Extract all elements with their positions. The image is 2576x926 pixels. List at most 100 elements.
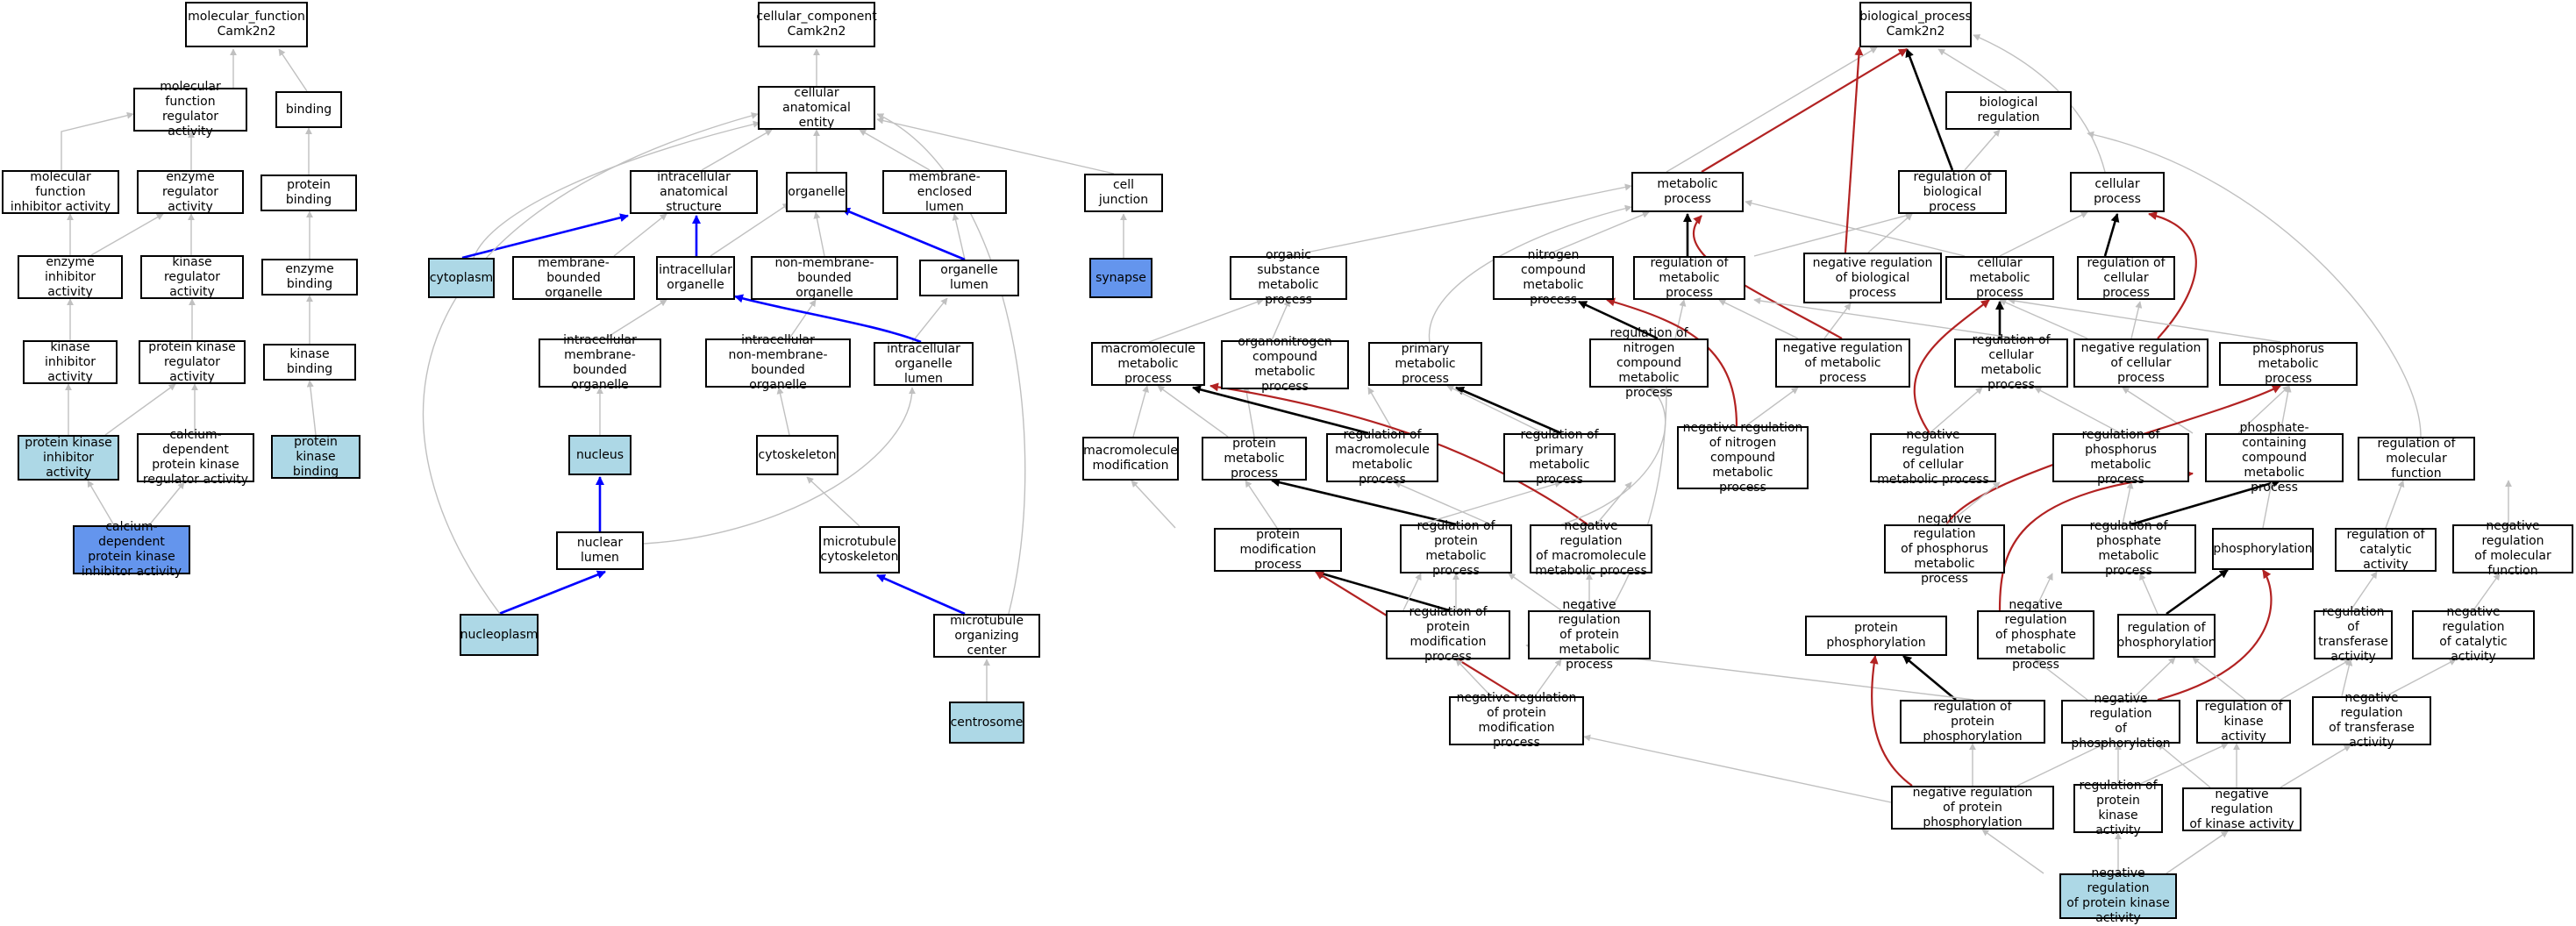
go-term-node[interactable]: regulation of metabolic process	[1633, 256, 1745, 300]
go-term-node[interactable]: protein metabolic process	[1202, 437, 1307, 481]
relation-edge	[788, 299, 817, 339]
go-term-node[interactable]: membrane-bounded organelle	[512, 256, 635, 300]
go-term-node[interactable]: centrosome	[949, 702, 1024, 744]
go-term-node[interactable]: cytoskeleton	[756, 435, 838, 475]
go-term-node[interactable]: kinase regulator activity	[140, 255, 244, 299]
relation-edge	[1420, 481, 1562, 525]
go-term-node[interactable]: binding	[275, 91, 342, 128]
go-term-node[interactable]: regulation of phosphorylation	[2116, 614, 2216, 658]
go-term-node[interactable]: intracellular organelle	[656, 256, 735, 300]
go-term-node[interactable]: non-membrane-bounded organelle	[751, 256, 898, 300]
go-term-node[interactable]: negative regulation of protein modificat…	[1449, 691, 1584, 750]
go-term-node[interactable]: negative regulation of phosphate metabol…	[1977, 598, 2094, 672]
go-term-node[interactable]: negative regulation of protein metabolic…	[1528, 598, 1651, 672]
relation-edge	[876, 117, 1115, 175]
go-term-node[interactable]: organelle lumen	[919, 260, 1019, 296]
go-term-node[interactable]: negative regulation of protein kinase ac…	[2059, 866, 2177, 925]
go-term-node[interactable]: enzyme inhibitor activity	[18, 255, 123, 299]
go-term-node[interactable]: regulation of biological process	[1898, 170, 2007, 214]
go-term-node[interactable]: phosphorylation	[2212, 528, 2314, 570]
go-term-node[interactable]: regulation of kinase activity	[2196, 700, 2291, 744]
go-term-node[interactable]: regulation of macromolecule metabolic pr…	[1326, 428, 1438, 487]
relation-edge	[2139, 743, 2229, 785]
go-term-node[interactable]: calcium-dependent protein kinase inhibit…	[73, 520, 190, 579]
relation-edge	[2087, 131, 2422, 438]
go-term-node[interactable]: regulation of cellular metabolic process	[1954, 333, 2068, 392]
go-term-node[interactable]: protein kinase inhibitor activity	[18, 435, 119, 481]
go-term-node[interactable]: regulation of protein kinase activity	[2073, 779, 2163, 837]
go-term-node[interactable]: organonitrogen compound metabolic proces…	[1221, 335, 1349, 394]
go-term-node[interactable]: macromolecule modification	[1082, 437, 1179, 481]
go-term-node[interactable]: negative regulation of cellular metaboli…	[1870, 428, 1996, 487]
go-term-node[interactable]: negative regulation of metabolic process	[1775, 338, 1910, 388]
go-term-node[interactable]: nucleoplasm	[460, 614, 539, 656]
go-term-node[interactable]: intracellular anatomical structure	[630, 170, 758, 214]
go-term-node[interactable]: primary metabolic process	[1368, 342, 1482, 386]
go-term-node[interactable]: kinase binding	[263, 344, 356, 381]
go-term-node[interactable]: organelle	[786, 172, 847, 212]
go-term-node[interactable]: regulation of protein phosphorylation	[1900, 700, 2045, 744]
go-term-node[interactable]: synapse	[1089, 258, 1152, 298]
go-term-node[interactable]: enzyme binding	[261, 259, 358, 296]
go-term-node[interactable]: cell junction	[1084, 174, 1163, 212]
go-term-node[interactable]: calcium-dependent protein kinase regulat…	[137, 428, 254, 487]
go-term-node[interactable]: negative regulation of nitrogen compound…	[1677, 421, 1809, 495]
go-term-node[interactable]: regulation of phosphate metabolic proces…	[2061, 519, 2196, 578]
go-term-node[interactable]: intracellular organelle lumen	[874, 342, 974, 386]
go-term-node[interactable]: regulation of cellular process	[2077, 256, 2175, 300]
go-term-node[interactable]: negative regulation of transferase activ…	[2312, 691, 2431, 750]
go-term-node[interactable]: cellular metabolic process	[1945, 256, 2054, 300]
go-term-node[interactable]: cellular_component Camk2n2	[756, 2, 877, 47]
go-term-node[interactable]: metabolic process	[1631, 172, 1744, 212]
go-term-node[interactable]: molecular function regulator activity	[133, 80, 247, 139]
relation-edge	[1455, 659, 1492, 697]
go-term-node[interactable]: cellular process	[2070, 172, 2165, 212]
go-term-node[interactable]: molecular_function Camk2n2	[185, 2, 308, 47]
go-term-node[interactable]: negative regulation of macromolecule met…	[1530, 519, 1652, 578]
go-term-node[interactable]: regulation of transferase activity	[2314, 605, 2393, 664]
go-term-node[interactable]: microtubule cytoskeleton	[819, 526, 900, 573]
go-term-node[interactable]: regulation of protein metabolic process	[1400, 519, 1512, 578]
go-term-node[interactable]: regulation of phosphorus metabolic proce…	[2052, 428, 2189, 487]
relation-edge	[148, 481, 185, 526]
go-term-node[interactable]: protein binding	[260, 175, 357, 211]
go-term-node[interactable]: regulation of protein modification proce…	[1386, 605, 1510, 664]
relation-edge	[1271, 299, 1290, 341]
go-term-node[interactable]: regulation of primary metabolic process	[1503, 428, 1616, 487]
go-term-node[interactable]: negative regulation of phosphorylation	[2061, 692, 2180, 751]
relation-edge	[2157, 569, 2273, 702]
go-term-node[interactable]: protein kinase regulator activity	[139, 340, 246, 384]
go-term-node[interactable]: regulation of nitrogen compound metaboli…	[1589, 326, 1709, 400]
go-term-node[interactable]: negative regulation of protein phosphory…	[1891, 786, 2054, 830]
go-term-node[interactable]: organic substance metabolic process	[1230, 248, 1347, 307]
go-term-node[interactable]: protein kinase binding	[271, 435, 360, 479]
go-term-node[interactable]: enzyme regulator activity	[137, 170, 244, 214]
go-term-node[interactable]: negative regulation of cellular process	[2073, 338, 2209, 388]
go-term-node[interactable]: intracellular non-membrane-bounded organ…	[705, 333, 851, 392]
go-term-node[interactable]: macromolecule metabolic process	[1091, 342, 1205, 386]
go-term-node[interactable]: negative regulation of kinase activity	[2182, 787, 2301, 831]
go-term-node[interactable]: negative regulation of phosphorus metabo…	[1884, 512, 2005, 586]
go-term-node[interactable]: negative regulation of molecular functio…	[2452, 519, 2573, 578]
go-term-node[interactable]: biological regulation	[1945, 91, 2072, 130]
go-term-node[interactable]: molecular function inhibitor activity	[2, 170, 119, 214]
go-term-node[interactable]: intracellular membrane-bounded organelle	[539, 333, 661, 392]
go-term-node[interactable]: nuclear lumen	[556, 531, 644, 570]
go-term-node[interactable]: nucleus	[568, 435, 632, 475]
go-term-node[interactable]: biological_process Camk2n2	[1859, 2, 1972, 47]
go-term-node[interactable]: membrane-enclosed lumen	[882, 170, 1007, 214]
go-term-node[interactable]: cellular anatomical entity	[758, 86, 875, 130]
go-term-node[interactable]: microtubule organizing center	[933, 614, 1040, 658]
relation-edge	[776, 387, 790, 436]
go-term-node[interactable]: regulation of molecular function	[2358, 437, 2475, 481]
go-term-node[interactable]: regulation of catalytic activity	[2335, 528, 2437, 572]
go-term-node[interactable]: negative regulation of catalytic activit…	[2412, 605, 2535, 664]
go-term-node[interactable]: negative regulation of biological proces…	[1803, 253, 1942, 303]
go-term-node[interactable]: kinase inhibitor activity	[23, 340, 118, 384]
go-term-node[interactable]: phosphorus metabolic process	[2219, 342, 2358, 386]
go-term-node[interactable]: cytoplasm	[428, 258, 495, 298]
go-term-node[interactable]: protein phosphorylation	[1805, 616, 1947, 656]
go-term-node[interactable]: protein modification process	[1214, 528, 1342, 572]
go-term-node[interactable]: nitrogen compound metabolic process	[1493, 248, 1614, 307]
go-term-node[interactable]: phosphate-containing compound metabolic …	[2205, 421, 2344, 495]
